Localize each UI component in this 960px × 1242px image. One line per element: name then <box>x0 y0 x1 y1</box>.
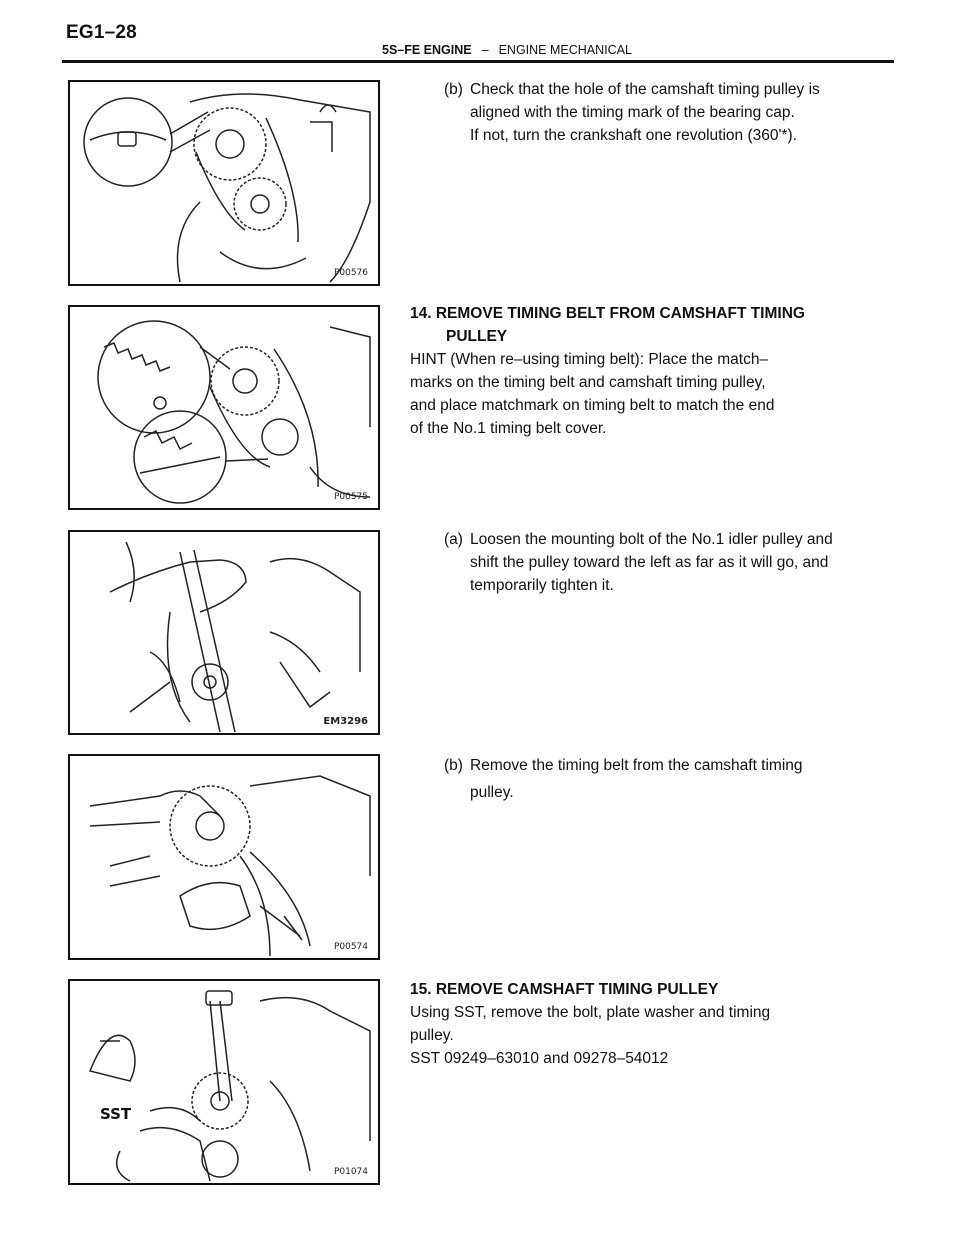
step-text: Check that the hole of the camshaft timi… <box>470 81 820 98</box>
step-15-heading: 15. REMOVE CAMSHAFT TIMING PULLEY <box>410 981 719 998</box>
step-15: 15. REMOVE CAMSHAFT TIMING PULLEY Using … <box>410 978 880 1070</box>
step-text: pulley. <box>470 784 514 801</box>
sst-callout: SST <box>100 1105 132 1123</box>
figure-remove-camshaft-pulley: SST P01074 <box>68 979 380 1185</box>
step-text: shift the pulley toward the left as far … <box>470 554 829 571</box>
figure-code: P00575 <box>333 492 368 502</box>
figure-code: EM3296 <box>323 716 368 727</box>
step-text: If not, turn the crankshaft one revoluti… <box>470 127 797 144</box>
step-14: 14. REMOVE TIMING BELT FROM CAMSHAFT TIM… <box>410 302 880 440</box>
figure-code: P00576 <box>333 268 368 278</box>
figure-camshaft-pulley-alignment: P00576 <box>68 80 380 286</box>
step-text: Loosen the mounting bolt of the No.1 idl… <box>470 531 833 548</box>
step-text: temporarily tighten it. <box>470 577 614 594</box>
running-head: 5S–FE ENGINE–ENGINE MECHANICAL <box>382 43 632 57</box>
figure-remove-timing-belt: P00574 <box>68 754 380 960</box>
hint-line: HINT (When re–using timing belt): Place … <box>410 351 769 368</box>
header-separator: – <box>481 43 489 57</box>
step-text: Remove the timing belt from the camshaft… <box>470 757 803 774</box>
sst-numbers: SST 09249–63010 and 09278–54012 <box>410 1050 669 1067</box>
figure-loosen-idler-pulley: EM3296 <box>68 530 380 735</box>
step-b-check: (b) Check that the hole of the camshaft t… <box>444 78 904 147</box>
step-14a: (a) Loosen the mounting bolt of the No.1 … <box>444 528 904 597</box>
step-14b: (b) Remove the timing belt from the camsh… <box>444 754 904 804</box>
chapter-title: ENGINE MECHANICAL <box>498 43 632 57</box>
step-label: (b) <box>444 757 463 774</box>
engine-illustration-icon <box>97 320 371 504</box>
engine-illustration-icon <box>109 541 361 733</box>
section-title: 5S–FE ENGINE <box>382 43 472 57</box>
hint-line: marks on the timing belt and camshaft ti… <box>410 374 766 391</box>
step-text: aligned with the timing mark of the bear… <box>470 104 795 121</box>
engine-illustration-icon <box>89 775 371 957</box>
header-rule <box>62 60 894 63</box>
step-text: pulley. <box>410 1027 454 1044</box>
hint-line: and place matchmark on timing belt to ma… <box>410 397 775 414</box>
figure-timing-belt-matchmarks: P00575 <box>68 305 380 510</box>
heading-line: 14. REMOVE TIMING BELT FROM CAMSHAFT TIM… <box>410 305 805 322</box>
step-label: (a) <box>444 531 463 548</box>
heading-line: PULLEY <box>446 328 508 345</box>
engine-illustration-icon <box>83 93 371 283</box>
step-text: Using SST, remove the bolt, plate washer… <box>410 1004 771 1021</box>
hint-line: of the No.1 timing belt cover. <box>410 420 607 437</box>
step-label: (b) <box>444 81 463 98</box>
engine-illustration-icon <box>88 990 371 1182</box>
figure-code: P00574 <box>333 942 368 952</box>
step-14-heading: 14. REMOVE TIMING BELT FROM CAMSHAFT TIM… <box>410 302 880 348</box>
figure-code: P01074 <box>333 1167 368 1177</box>
page-number: EG1–28 <box>66 22 137 43</box>
